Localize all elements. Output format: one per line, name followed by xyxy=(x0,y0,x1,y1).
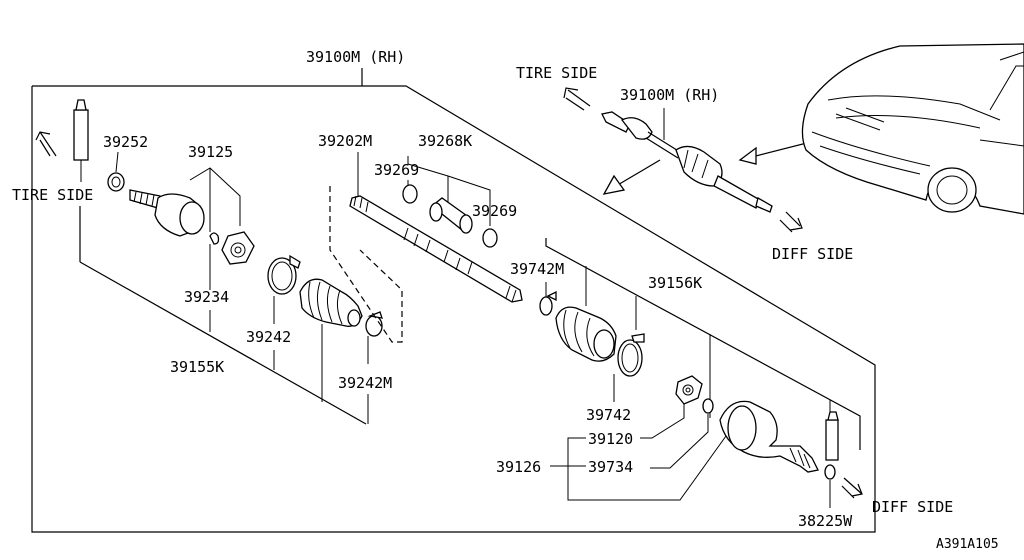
circlip-39234 xyxy=(209,232,220,245)
drive-shaft-39202M xyxy=(349,195,523,303)
label-39252: 39252 xyxy=(103,133,148,151)
kit-outline xyxy=(329,186,403,343)
boot-band-39742 xyxy=(617,333,645,377)
label-tire-side-inset: TIRE SIDE xyxy=(516,64,597,82)
outer-joint xyxy=(129,189,205,237)
spider-39120 xyxy=(675,375,703,405)
snap-ring-39269-left xyxy=(402,184,418,204)
diff-side-stub xyxy=(825,400,839,461)
boot-band-39742M xyxy=(539,296,553,316)
diff-side-arrow-icon xyxy=(841,477,863,499)
label-39100M-main: 39100M (RH) xyxy=(306,48,405,66)
tire-side-inset-arrow-icon xyxy=(563,87,591,111)
label-diff-side-inset: DIFF SIDE xyxy=(772,245,853,263)
label-39742: 39742 xyxy=(586,406,631,424)
diagram-code: A391A105 xyxy=(936,537,999,552)
label-tire-side-left: TIRE SIDE xyxy=(12,186,93,204)
circlip-38225W xyxy=(824,464,836,480)
label-diff-side-bottom: DIFF SIDE xyxy=(872,498,953,516)
label-39734: 39734 xyxy=(588,458,633,476)
vehicle-illustration xyxy=(801,43,1024,215)
label-39120: 39120 xyxy=(588,430,633,448)
inset-arrow-down-icon xyxy=(602,159,661,195)
tire-side-stub xyxy=(73,99,89,182)
diff-side-inset-arrow-icon xyxy=(779,211,803,233)
assembly-frame xyxy=(31,68,876,533)
label-39234: 39234 xyxy=(184,288,229,306)
label-39155K: 39155K xyxy=(170,358,224,376)
label-39126: 39126 xyxy=(496,458,541,476)
tripod-joint-39125 xyxy=(221,231,255,265)
label-39269-right: 39269 xyxy=(472,202,517,220)
tire-side-arrow-icon xyxy=(35,131,57,157)
boot-39156K xyxy=(555,306,617,362)
inset-driveshaft xyxy=(601,111,773,213)
snap-ring-39252 xyxy=(107,172,125,192)
label-39125: 39125 xyxy=(188,143,233,161)
label-39156K: 39156K xyxy=(648,274,702,292)
boot-39242M xyxy=(299,278,363,327)
dynamic-damper-39268K xyxy=(429,197,473,234)
label-39269-top: 39269 xyxy=(374,161,419,179)
inner-joint-housing-39126 xyxy=(719,400,819,473)
label-39742M: 39742M xyxy=(510,260,564,278)
label-39242: 39242 xyxy=(246,328,291,346)
boot-band-39242 xyxy=(267,254,301,295)
label-38225W: 38225W xyxy=(798,512,853,530)
label-39100M-inset: 39100M (RH) xyxy=(620,86,719,104)
label-39242M: 39242M xyxy=(338,374,392,392)
snap-ring-39734 xyxy=(702,398,714,414)
snap-ring-39269-right xyxy=(482,228,498,248)
label-39268K: 39268K xyxy=(418,132,472,150)
label-39202M: 39202M xyxy=(318,132,372,150)
boot-band-small xyxy=(365,315,383,337)
